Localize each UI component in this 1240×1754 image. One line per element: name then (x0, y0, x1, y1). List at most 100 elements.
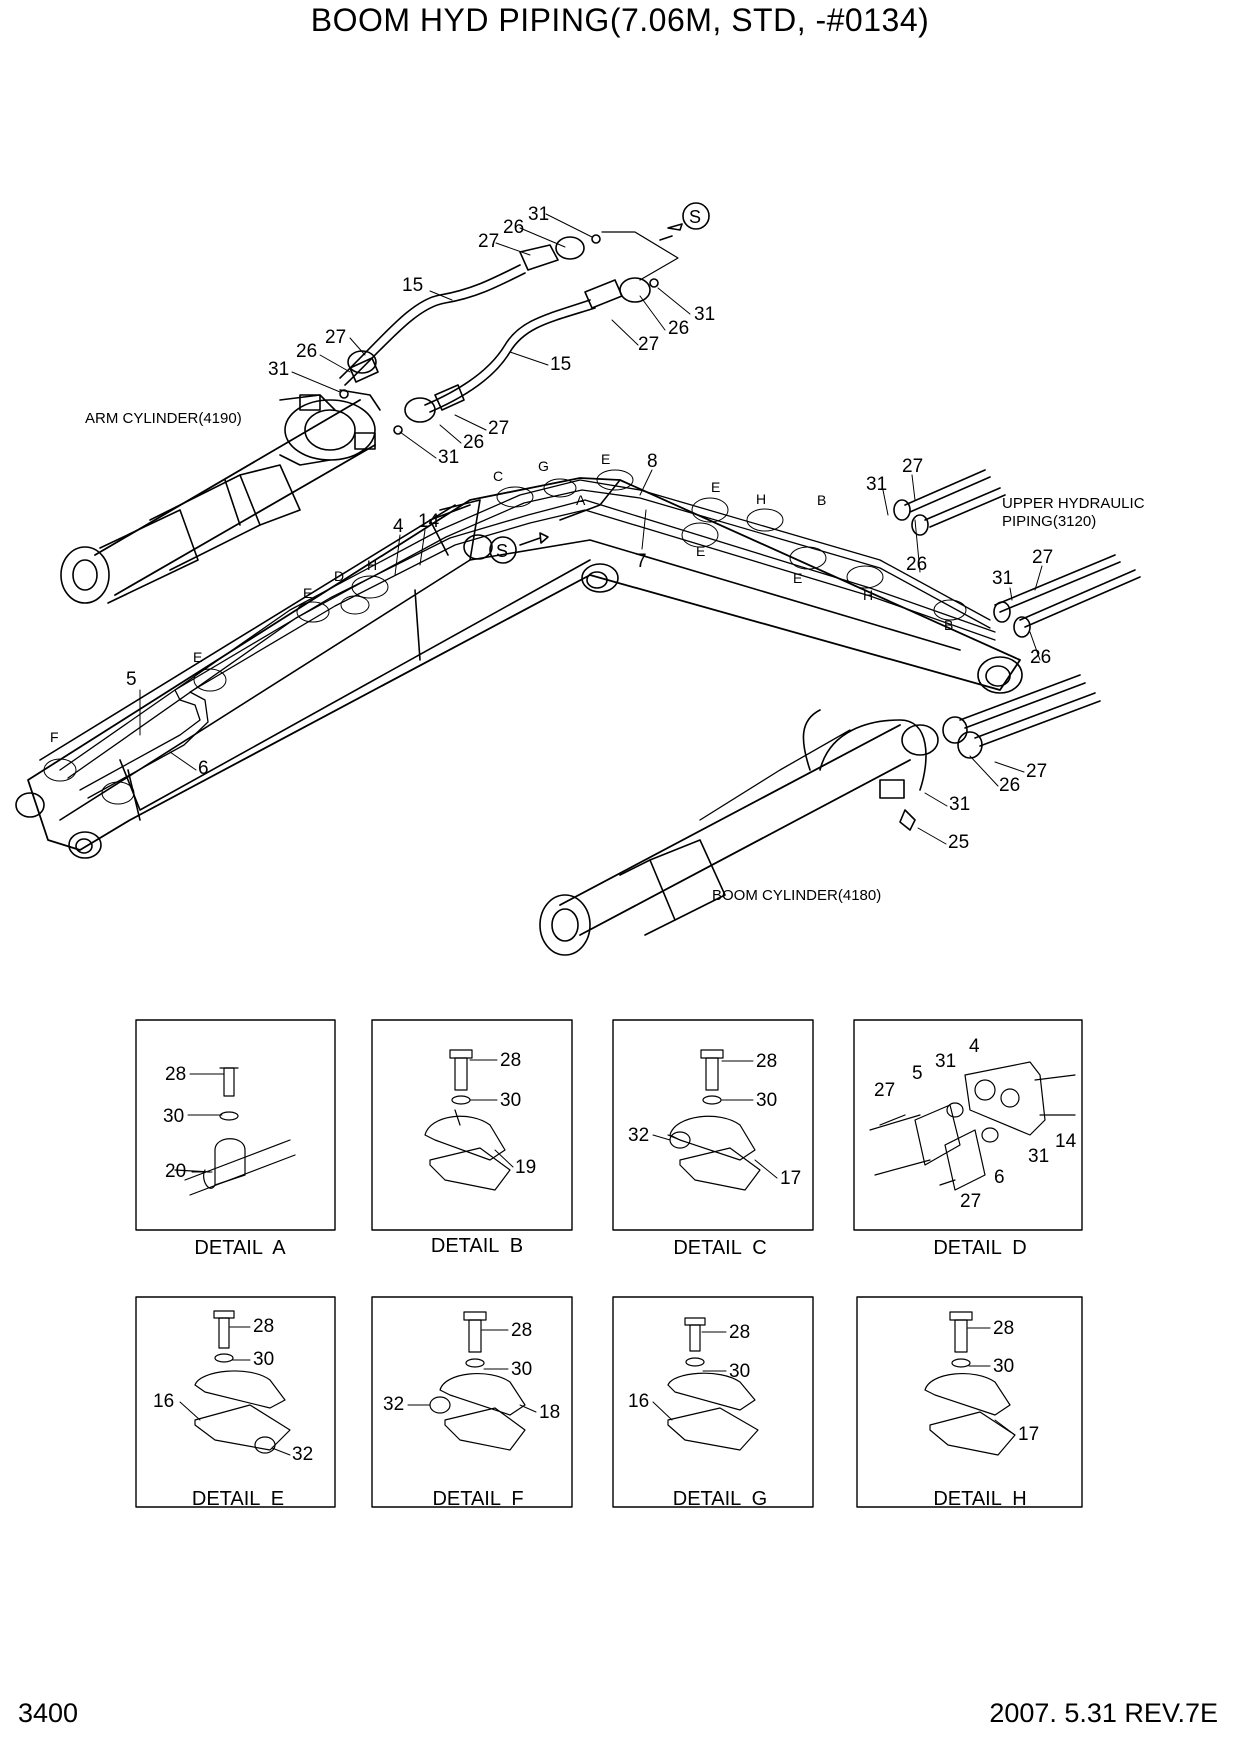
upper-piping-label-2: PIPING(3120) (1002, 513, 1096, 530)
detail-marker: A (576, 492, 586, 508)
detail-c-art (667, 1049, 761, 1191)
detail-h-label: 28 (993, 1318, 1014, 1339)
revision-date: 2007. 5.31 REV.7E (989, 1698, 1218, 1728)
detail-d-label: 5 (912, 1063, 923, 1084)
callout: 31 (949, 794, 970, 815)
detail-d-label: 31 (1028, 1146, 1049, 1167)
detail-d-label: 4 (969, 1036, 980, 1057)
detail-marker: B (944, 617, 953, 633)
detail-b-label: 30 (500, 1090, 521, 1111)
detail-marker: E (303, 585, 312, 601)
detail-g-label: 30 (729, 1361, 750, 1382)
detail-marker: C (493, 468, 503, 484)
detail-f-caption: DETAIL F (432, 1488, 523, 1510)
callout: 14 (418, 511, 440, 532)
callout: 26 (463, 432, 484, 453)
detail-a-label: 30 (163, 1106, 184, 1127)
detail-e-label: 28 (253, 1316, 274, 1337)
arm-cylinder (60, 389, 381, 604)
detail-b-label: 19 (515, 1157, 536, 1178)
detail-d-label: 31 (935, 1051, 956, 1072)
detail-marker: H (756, 491, 766, 507)
callout: 8 (647, 451, 658, 472)
detail-marker: H (367, 557, 377, 573)
detail-g-label: 28 (729, 1322, 750, 1343)
upper-piping-label-1: UPPER HYDRAULIC (1002, 495, 1145, 512)
detail-marker: E (601, 451, 610, 467)
detail-a-caption: DETAIL A (194, 1237, 286, 1259)
detail-d-caption: DETAIL D (933, 1237, 1026, 1259)
section-marker-top-label: S (689, 207, 701, 227)
detail-g-art (667, 1317, 759, 1451)
callout: 25 (948, 832, 969, 853)
callout: 26 (296, 341, 317, 362)
detail-b-art (424, 1049, 511, 1191)
callout: 31 (992, 568, 1013, 589)
callout: 15 (550, 354, 571, 375)
detail-a-label: 28 (165, 1064, 186, 1085)
boom-structure (15, 477, 1023, 859)
callout: 31 (866, 474, 887, 495)
part-callouts: 31 26 27 15 31 26 27 15 27 26 31 27 26 3… (126, 204, 1053, 853)
detail-h-caption: DETAIL H (933, 1488, 1026, 1510)
callout: 31 (438, 447, 459, 468)
detail-e-label: 30 (253, 1349, 274, 1370)
callout: 27 (488, 418, 509, 439)
detail-marker-circles (43, 469, 967, 805)
detail-d-label: 27 (960, 1191, 981, 1212)
detail-captions: DETAIL A DETAIL B DETAIL C DETAIL D DETA… (192, 1235, 1027, 1510)
detail-callouts: 28 30 20 28 30 19 28 30 32 17 4 31 5 27 … (153, 1036, 1077, 1465)
callout: 27 (1026, 761, 1047, 782)
callout: 4 (393, 516, 404, 537)
detail-h-art (924, 1311, 1016, 1456)
section-marker-boom-label: S (496, 541, 508, 561)
detail-marker: D (334, 568, 344, 584)
boom-cylinder-label: BOOM CYLINDER(4180) (712, 887, 881, 904)
detail-h-label: 17 (1018, 1424, 1039, 1445)
detail-a-art (174, 1067, 296, 1196)
detail-c-label: 28 (756, 1051, 777, 1072)
boom-detail-markers: C G E A E H B E E H B H D E E F (50, 451, 953, 745)
boom-pipes (59, 479, 996, 799)
arm-cylinder-label: ARM CYLINDER(4190) (85, 410, 242, 427)
detail-c-caption: DETAIL C (673, 1237, 766, 1259)
callout: 26 (668, 318, 689, 339)
callout: 26 (999, 775, 1020, 796)
arm-hoses (339, 231, 679, 435)
detail-marker: E (193, 649, 202, 665)
detail-marker: F (50, 729, 59, 745)
detail-marker: E (696, 543, 705, 559)
section-marker-top (659, 202, 710, 241)
detail-marker: G (538, 458, 549, 474)
section-marker-boom (489, 532, 549, 564)
detail-g-label: 16 (628, 1391, 649, 1412)
detail-marker: H (863, 587, 873, 603)
detail-marker: B (817, 492, 826, 508)
callout: 26 (906, 554, 927, 575)
detail-d-art (869, 1061, 1076, 1191)
detail-b-label: 28 (500, 1050, 521, 1071)
detail-c-label: 17 (780, 1168, 801, 1189)
detail-d-label: 14 (1055, 1131, 1077, 1152)
callout: 31 (268, 359, 289, 380)
detail-f-label: 30 (511, 1359, 532, 1380)
callout: 31 (528, 204, 549, 225)
callout: 26 (1030, 647, 1051, 668)
detail-e-art (194, 1310, 291, 1454)
detail-marker: E (711, 479, 720, 495)
page-title: BOOM HYD PIPING(7.06M, STD, -#0134) (310, 2, 930, 38)
detail-e-label: 16 (153, 1391, 174, 1412)
detail-h-label: 30 (993, 1356, 1014, 1377)
detail-a-label: 20 (165, 1161, 186, 1182)
callout: 27 (1032, 547, 1053, 568)
callout: 7 (636, 551, 647, 572)
callout: 27 (478, 231, 499, 252)
callout: 27 (902, 456, 923, 477)
detail-f-label: 28 (511, 1320, 532, 1341)
detail-marker: E (793, 570, 802, 586)
detail-e-label: 32 (292, 1444, 313, 1465)
callout: 5 (126, 669, 137, 690)
detail-c-label: 32 (628, 1125, 649, 1146)
detail-f-label: 18 (539, 1402, 560, 1423)
